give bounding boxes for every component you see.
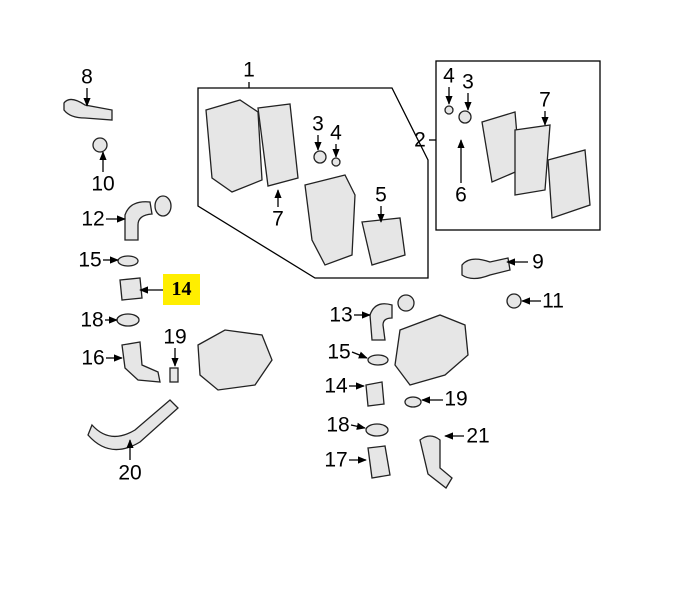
leader-lines [83, 82, 549, 464]
air-cleaner-group-box [197, 87, 429, 279]
callout-8[interactable]: 8 [81, 65, 93, 89]
callout-14b[interactable]: 14 [324, 374, 348, 398]
callout-1[interactable]: 1 [243, 58, 255, 82]
clamp-18b [365, 423, 389, 437]
pipe-13 [369, 303, 393, 341]
callout-15[interactable]: 15 [78, 248, 102, 272]
callout-18[interactable]: 18 [80, 308, 104, 332]
clip-19 [169, 367, 179, 383]
callout-14-highlighted[interactable]: 14 [163, 274, 200, 305]
callout-13[interactable]: 13 [329, 303, 353, 327]
pipe-20 [87, 399, 179, 451]
callout-11[interactable]: 11 [542, 289, 564, 313]
clamp-19b [404, 396, 422, 408]
callout-18b[interactable]: 18 [326, 413, 350, 437]
pipe-12 [124, 201, 153, 241]
callout-21[interactable]: 21 [466, 424, 490, 448]
air-cleaner-group-box-2 [435, 60, 601, 231]
air-cleaner-housing-lower [205, 99, 406, 266]
pipe-17 [367, 445, 391, 479]
air-cleaner-housing-right [444, 105, 591, 219]
seal-15 [117, 255, 139, 267]
callout-16[interactable]: 16 [81, 346, 105, 370]
callout-4b[interactable]: 4 [443, 64, 455, 88]
callout-4[interactable]: 4 [330, 121, 342, 145]
hose-21 [419, 435, 453, 489]
seal-15b [367, 354, 389, 366]
turbo-left [197, 329, 273, 391]
turbo-right [394, 314, 469, 386]
clamp-10 [92, 137, 108, 153]
callout-10[interactable]: 10 [91, 172, 115, 196]
callout-12[interactable]: 12 [81, 207, 105, 231]
callout-19b[interactable]: 19 [444, 387, 468, 411]
hose-9 [461, 257, 511, 280]
pipe-16 [121, 341, 161, 383]
hose-8 [63, 98, 113, 121]
callout-3[interactable]: 3 [312, 112, 324, 136]
callout-2[interactable]: 2 [414, 128, 426, 152]
pipe-14-right [365, 381, 385, 407]
clamp-11 [506, 293, 522, 309]
clamp-18 [116, 313, 140, 327]
callout-19[interactable]: 19 [163, 325, 187, 349]
callout-6[interactable]: 6 [455, 183, 467, 207]
callout-5[interactable]: 5 [375, 183, 387, 207]
callout-3b[interactable]: 3 [462, 70, 474, 94]
callout-9[interactable]: 9 [532, 250, 544, 274]
pipe-14-left [119, 277, 143, 301]
callout-7[interactable]: 7 [272, 207, 284, 231]
callout-7b[interactable]: 7 [539, 88, 551, 112]
callout-15b[interactable]: 15 [327, 340, 351, 364]
callout-20[interactable]: 20 [118, 461, 142, 485]
callout-17[interactable]: 17 [324, 448, 348, 472]
